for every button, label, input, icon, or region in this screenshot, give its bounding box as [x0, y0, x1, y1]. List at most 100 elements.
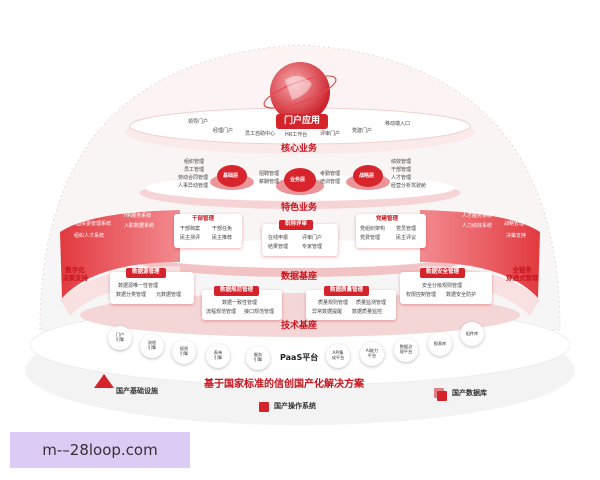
data-quality-item: 数据质量监控: [352, 309, 383, 315]
domestic-os: 国产操作系统: [274, 402, 316, 410]
data-standard-item: 数据一致性管理: [222, 300, 258, 306]
core-hub-strategy: 战略层: [359, 173, 375, 179]
core-item: 考勤管理: [320, 171, 341, 177]
party-card: 党建管理 党组织架构 党员管理 党费管理 民主评议: [356, 214, 426, 248]
data-standard-card: 数据规范管理 数据一致性管理 流程规范管理 接口规范管理: [202, 286, 282, 320]
right-band-label-line1: 全链条: [512, 266, 533, 274]
cadre-item: 干部任免: [212, 226, 233, 232]
title-eval-card: 职称评审 在线申报 评审门户 结果管理 专家管理: [262, 220, 338, 256]
core-item: 劳动合同管理: [178, 175, 209, 181]
data-quality-item: 异常数据提醒: [312, 309, 343, 315]
core-item: 员工管理: [184, 167, 205, 173]
core-item: 绩效管理: [391, 159, 412, 165]
data-standard-item: 流程规范管理: [206, 309, 237, 315]
tech-service-engine: 服务 引擎: [246, 346, 270, 370]
tech-portal-engine: 门户 引擎: [108, 326, 132, 350]
data-standard-item: 接口规范管理: [244, 309, 275, 315]
data-source-item: 数据源唯一性管理: [118, 283, 159, 289]
data-security-item: 安全分级规则管理: [422, 283, 463, 289]
core-item: 干部管理: [391, 167, 412, 173]
portal-item: 评审门户: [320, 131, 341, 137]
data-quality-card: 数据质量管理 质量规则管理 质量监测管理 异常数据提醒 数据质量监控: [306, 286, 396, 320]
cadre-item: 干部档案: [180, 226, 201, 232]
domestic-infra: 国产基础设施: [116, 387, 158, 395]
tech-component-lib: 组件库: [460, 322, 484, 346]
core-item: 组织管理: [184, 159, 205, 165]
right-band-label: 全链条穿透式管理: [506, 266, 539, 283]
core-item: 薪酬管理: [259, 179, 280, 185]
left-band-label: 数字化决策支持: [62, 266, 88, 283]
left-band-item: HR服务系统: [124, 213, 152, 219]
data-source-card: 数据源管理 数据源唯一性管理 数据分类管理 元数据管理: [110, 268, 194, 304]
left-band-item: 国资委管理系统: [76, 221, 112, 227]
portal-item: 党建门户: [352, 128, 373, 134]
data-security-title: 数据安全管理: [420, 268, 466, 278]
data-security-item: 数据安全防护: [446, 292, 477, 298]
core-hub-business: 业务层: [290, 177, 306, 183]
tech-api-platform: API集 成平台: [326, 344, 350, 368]
watermark-label: m-–28loop.com: [10, 432, 190, 468]
portal-item: 员工自助中心: [245, 131, 276, 137]
data-quality-title: 数据质量管理: [324, 286, 370, 296]
os-icon: [259, 402, 269, 412]
tech-ai-platform: AI能力 平台: [360, 342, 384, 366]
data-source-title: 数据源管理: [126, 268, 166, 278]
right-band-item: 战略管理: [504, 221, 525, 227]
data-security-card: 数据安全管理 安全分级规则管理 权限控制管理 数据安全防护: [400, 268, 492, 304]
party-item: 民主评议: [396, 235, 417, 241]
data-quality-item: 质量规则管理: [318, 300, 349, 306]
party-title: 党建管理: [376, 216, 399, 222]
special-title: 特色业务: [281, 203, 318, 213]
paas-platform: PaaS平台: [280, 353, 319, 362]
hub-discs: [210, 165, 390, 195]
bottom-title: 基于国家标准的信创国产化解决方案: [204, 379, 364, 390]
right-band-item: 人才服务系统: [462, 213, 493, 219]
tech-process-engine: 流程 引擎: [140, 334, 164, 358]
portal-item: HR工作台: [285, 132, 308, 138]
core-item: 招聘管理: [259, 171, 280, 177]
title-eval-title: 职称评审: [279, 220, 314, 230]
data-quality-item: 质量监测管理: [356, 300, 387, 306]
tech-governance-platform: 数据治 理平台: [394, 338, 418, 362]
tech-form-engine: 表单 引擎: [206, 344, 230, 368]
tech-rule-engine: 规则 引擎: [172, 340, 196, 364]
right-band-item: 人力绩效系统: [462, 223, 493, 229]
portal-title: 门户应用: [276, 114, 329, 129]
portal-item: 领导门户: [188, 119, 209, 125]
portal-item: 经理门户: [213, 128, 234, 134]
core-title: 核心业务: [281, 144, 318, 154]
title-eval-item: 专家管理: [302, 244, 323, 250]
domestic-db: 国产数据库: [452, 389, 487, 397]
core-item: 人才管理: [391, 175, 412, 181]
cadre-title: 干部管理: [192, 216, 215, 222]
left-band-item: 入职数据系统: [124, 223, 155, 229]
party-item: 党费管理: [360, 235, 381, 241]
title-eval-item: 结果管理: [268, 244, 289, 250]
data-source-item: 数据分类管理: [116, 292, 147, 298]
core-item: 经营分析驾驶舱: [391, 183, 427, 189]
cadre-item: 民主测评: [180, 235, 201, 241]
left-band-item: 组织人才系统: [74, 233, 105, 239]
data-standard-title: 数据规范管理: [214, 286, 260, 296]
cadre-item: 民主推荐: [212, 235, 233, 241]
party-item: 党员管理: [396, 226, 417, 232]
title-eval-item: 评审门户: [302, 235, 323, 241]
data-title: 数据基座: [281, 272, 318, 282]
right-band-label-line2: 穿透式管理: [506, 274, 539, 283]
cadre-card: 干部管理 干部档案 干部任免 民主测评 民主推荐: [174, 214, 242, 248]
data-security-item: 权限控制管理: [406, 292, 437, 298]
core-item: 培训管理: [320, 179, 341, 185]
core-hub-base: 基础层: [223, 173, 239, 179]
right-band-item: 决策支持: [506, 233, 527, 239]
tech-title: 技术基座: [281, 321, 318, 331]
left-band-label-line1: 数字化: [65, 266, 85, 274]
data-source-item: 元数据管理: [156, 292, 182, 298]
portal-item: 移动端入口: [385, 121, 411, 127]
core-item: 人事异动管理: [178, 183, 209, 189]
title-eval-item: 在线申报: [268, 235, 289, 241]
infra-icon: [94, 374, 114, 388]
tech-report-lib: 报表库: [428, 332, 452, 356]
left-band-label-line2: 决策支持: [62, 274, 88, 283]
party-item: 党组织架构: [360, 226, 386, 232]
